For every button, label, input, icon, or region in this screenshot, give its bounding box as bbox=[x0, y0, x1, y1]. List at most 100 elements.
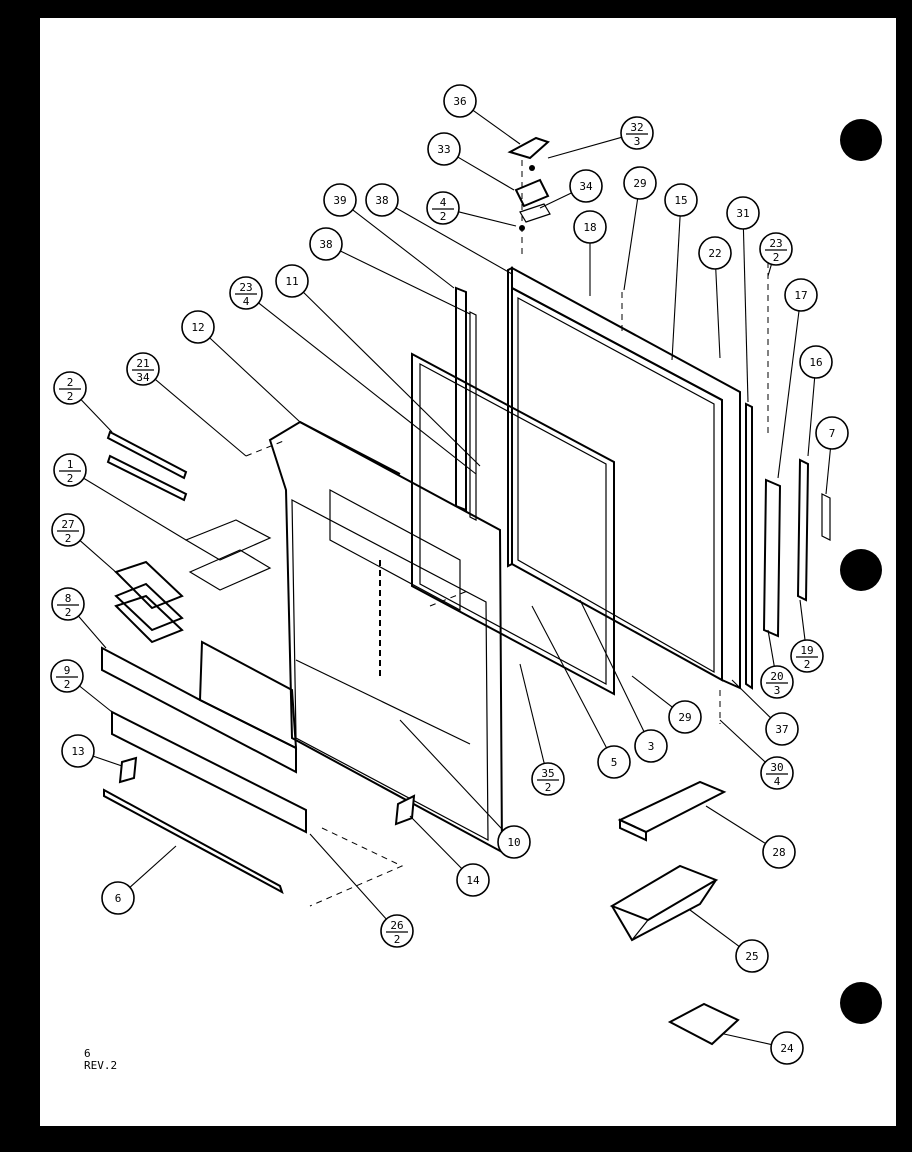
callout-denominator: 3 bbox=[634, 135, 641, 148]
callout-circle bbox=[770, 1031, 804, 1065]
callout-numerator: 27 bbox=[61, 518, 74, 531]
callout-circle bbox=[380, 914, 414, 948]
callout-c23_2: 232 bbox=[759, 232, 793, 266]
callout-denominator: 34 bbox=[136, 371, 150, 384]
leader-line-c12 bbox=[209, 337, 301, 423]
callout-numerator: 35 bbox=[541, 767, 554, 780]
callout-c39: 39 bbox=[323, 183, 357, 217]
callout-circle bbox=[762, 835, 796, 869]
callout-c4_2: 42 bbox=[426, 191, 460, 225]
callout-label: 29 bbox=[633, 177, 646, 190]
callout-numerator: 20 bbox=[770, 670, 783, 683]
door-handle-assembly bbox=[745, 402, 831, 690]
leader-line-c25 bbox=[689, 909, 740, 947]
callout-circle bbox=[799, 345, 833, 379]
leader-line-c34 bbox=[539, 192, 572, 209]
callout-circle bbox=[760, 756, 794, 790]
crisper-cover bbox=[617, 780, 727, 842]
callout-c5: 5 bbox=[597, 745, 631, 779]
leader-line-c9_2 bbox=[79, 685, 113, 713]
callout-circle bbox=[735, 939, 769, 973]
leader-line-c10 bbox=[399, 719, 504, 831]
callout-c14: 14 bbox=[456, 863, 490, 897]
leader-line-c35_2 bbox=[519, 663, 545, 764]
leader-line-c17 bbox=[777, 310, 800, 479]
punch-hole-middle bbox=[840, 549, 882, 591]
callout-numerator: 2 bbox=[67, 376, 74, 389]
callout-label: 18 bbox=[583, 221, 596, 234]
callout-circle bbox=[365, 183, 399, 217]
leader-line-c20_3 bbox=[767, 629, 775, 667]
callout-circle bbox=[790, 639, 824, 673]
leader-line-c39 bbox=[352, 209, 455, 289]
callout-label: 11 bbox=[285, 275, 298, 288]
callout-c26_2: 262 bbox=[380, 914, 414, 948]
leader-line-c29a bbox=[623, 198, 639, 291]
callout-denominator: 2 bbox=[804, 658, 811, 671]
callout-c22: 22 bbox=[698, 236, 732, 270]
callout-circle bbox=[726, 196, 760, 230]
callout-label: 31 bbox=[736, 207, 749, 220]
leader-line-c23_2 bbox=[767, 264, 772, 277]
callout-numerator: 8 bbox=[65, 592, 72, 605]
callout-label: 17 bbox=[794, 289, 807, 302]
callout-denominator: 2 bbox=[545, 781, 552, 794]
leader-line-c16 bbox=[807, 377, 816, 457]
leader-line-c38b bbox=[340, 250, 471, 315]
callout-label: 22 bbox=[708, 247, 721, 260]
leader-line-c30_4 bbox=[719, 719, 766, 763]
leader-line-c13 bbox=[92, 755, 123, 767]
callout-c3: 3 bbox=[634, 729, 668, 763]
callout-circle bbox=[50, 659, 84, 693]
callout-circle bbox=[53, 453, 87, 487]
outer-door-panel bbox=[507, 266, 741, 690]
callout-c9_2: 92 bbox=[50, 659, 84, 693]
punch-hole-top bbox=[840, 119, 882, 161]
callout-circle bbox=[61, 734, 95, 768]
shelf-bars bbox=[106, 430, 188, 502]
callout-label: 14 bbox=[466, 874, 480, 887]
callout-denominator: 2 bbox=[773, 251, 780, 264]
leader-line-c22 bbox=[715, 268, 721, 359]
top-hinge-assembly bbox=[507, 136, 551, 258]
leader-line-c2_2 bbox=[80, 399, 113, 433]
callout-circle bbox=[51, 513, 85, 547]
callout-c19_2: 192 bbox=[790, 639, 824, 673]
callout-circle bbox=[53, 371, 87, 405]
callout-c23_4: 234 bbox=[229, 276, 263, 310]
callout-circle bbox=[126, 352, 160, 386]
callout-numerator: 9 bbox=[64, 664, 71, 677]
callout-circle bbox=[597, 745, 631, 779]
callout-numerator: 4 bbox=[440, 196, 447, 209]
leader-line-c3 bbox=[579, 599, 645, 732]
callout-circle bbox=[634, 729, 668, 763]
callout-circle bbox=[426, 191, 460, 225]
callout-circle bbox=[456, 863, 490, 897]
callout-label: 29 bbox=[678, 711, 691, 724]
callout-label: 16 bbox=[809, 356, 822, 369]
callout-denominator: 4 bbox=[774, 775, 781, 788]
callout-circle bbox=[323, 183, 357, 217]
callout-c38b: 38 bbox=[309, 227, 343, 261]
callout-c31: 31 bbox=[726, 196, 760, 230]
callout-c27_2: 272 bbox=[51, 513, 85, 547]
leader-line-c14 bbox=[409, 815, 463, 869]
shelf-clips bbox=[118, 756, 416, 826]
callout-label: 34 bbox=[579, 180, 593, 193]
callout-c12: 12 bbox=[181, 310, 215, 344]
callout-label: 13 bbox=[71, 745, 84, 758]
callout-circle bbox=[573, 210, 607, 244]
callout-c34: 34 bbox=[569, 169, 603, 203]
callout-label: 36 bbox=[453, 95, 466, 108]
callout-circle bbox=[427, 132, 461, 166]
scan-border-bottom bbox=[0, 1130, 912, 1152]
callout-c1_2: 12 bbox=[53, 453, 87, 487]
callout-label: 28 bbox=[772, 846, 785, 859]
callout-c11: 11 bbox=[275, 264, 309, 298]
page-number: 6 bbox=[84, 1047, 91, 1060]
callout-circle bbox=[623, 166, 657, 200]
callout-label: 24 bbox=[780, 1042, 794, 1055]
callout-label: 39 bbox=[333, 194, 346, 207]
